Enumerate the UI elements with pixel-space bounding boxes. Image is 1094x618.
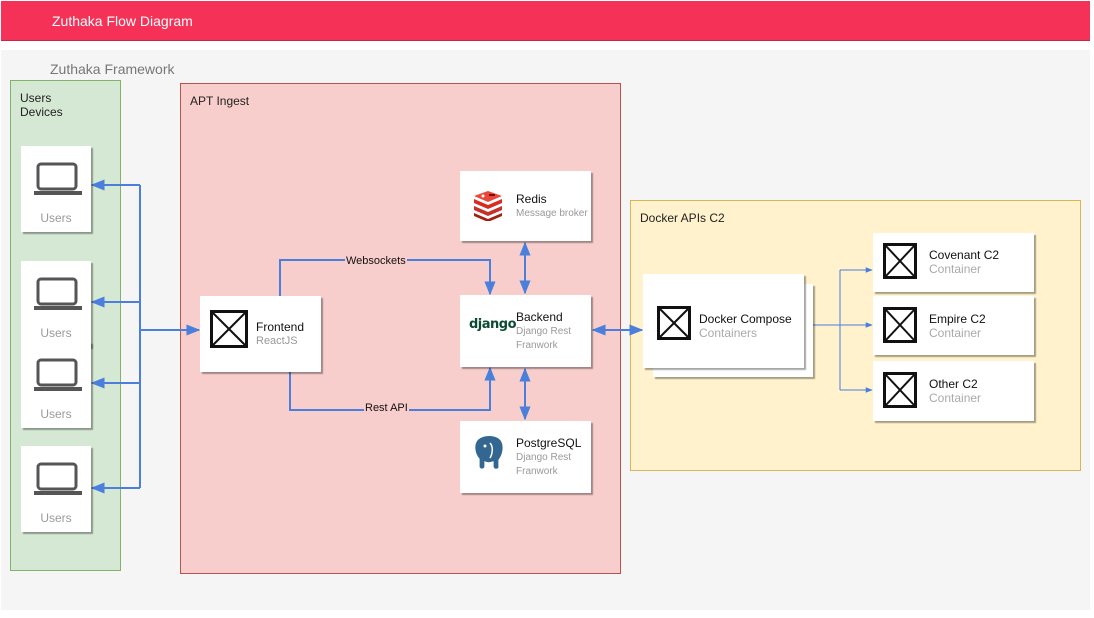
other-title: Other C2: [929, 377, 978, 391]
laptop-icon: [34, 277, 82, 310]
redis-node[interactable]: Redis Message broker: [460, 171, 591, 241]
postgresql-subtitle-line1: Django Rest: [516, 452, 572, 463]
placeholder-image-icon: [883, 307, 917, 343]
placeholder-image-icon: [883, 243, 917, 279]
postgresql-node[interactable]: PostgreSQL Django Rest Franwork: [460, 421, 591, 493]
user-device-card[interactable]: Users: [21, 446, 91, 532]
user-device-card[interactable]: Users: [21, 261, 91, 347]
users-zone-label-line2: Devices: [20, 105, 63, 119]
laptop-icon: [34, 462, 82, 495]
postgresql-title: PostgreSQL: [516, 436, 582, 450]
placeholder-image-icon: [210, 310, 248, 348]
covenant-title: Covenant C2: [929, 248, 1000, 262]
apt-zone-label: APT Ingest: [190, 94, 250, 108]
redis-logo-icon: [474, 191, 502, 221]
empire-subtitle: Container: [929, 326, 982, 340]
backend-node[interactable]: django Backend Django Rest Franwork: [460, 295, 591, 367]
backend-title: Backend: [516, 310, 563, 324]
frontend-title: Frontend: [256, 320, 305, 334]
laptop-icon: [34, 162, 82, 195]
django-logo-icon: django: [469, 317, 517, 332]
placeholder-image-icon: [883, 372, 917, 408]
user-device-card[interactable]: Users: [21, 146, 91, 232]
docker-zone-label: Docker APIs C2: [640, 211, 725, 225]
docker-compose-title: Docker Compose: [699, 312, 792, 326]
docker-compose-subtitle: Containers: [699, 326, 758, 340]
user-label: Users: [40, 326, 72, 340]
users-zone-label: Users Devices: [20, 91, 63, 119]
backend-subtitle-line1: Django Rest: [516, 326, 572, 337]
rest-api-label: Rest API: [364, 402, 409, 414]
postgresql-subtitle-line2: Franwork: [516, 466, 558, 477]
frontend-subtitle: ReactJS: [256, 335, 298, 347]
docker-compose-node[interactable]: Docker Compose Containers: [643, 274, 804, 368]
websockets-label: Websockets: [345, 255, 407, 267]
placeholder-image-icon: [657, 306, 691, 340]
empire-title: Empire C2: [929, 312, 986, 326]
other-c2-node[interactable]: Other C2 Container: [873, 361, 1034, 421]
user-device-card[interactable]: Users: [21, 342, 91, 428]
frontend-node[interactable]: Frontend ReactJS: [200, 296, 321, 372]
edge-compose-c2-bus: [812, 270, 841, 390]
user-label: Users: [40, 407, 72, 421]
other-subtitle: Container: [929, 391, 982, 405]
diagram-title: Zuthaka Flow Diagram: [52, 13, 193, 29]
postgresql-elephant-icon: [474, 435, 504, 470]
redis-subtitle: Message broker: [516, 208, 588, 219]
user-label: Users: [40, 211, 72, 225]
empire-c2-node[interactable]: Empire C2 Container: [873, 296, 1034, 355]
backend-subtitle-line2: Franwork: [516, 340, 558, 351]
diagram-header: [1, 1, 1090, 41]
laptop-icon: [34, 358, 82, 391]
users-zone-label-line1: Users: [20, 91, 52, 105]
redis-title: Redis: [516, 192, 547, 206]
covenant-subtitle: Container: [929, 262, 982, 276]
covenant-c2-node[interactable]: Covenant C2 Container: [873, 233, 1034, 292]
user-label: Users: [40, 511, 72, 525]
framework-label: Zuthaka Framework: [50, 61, 175, 77]
